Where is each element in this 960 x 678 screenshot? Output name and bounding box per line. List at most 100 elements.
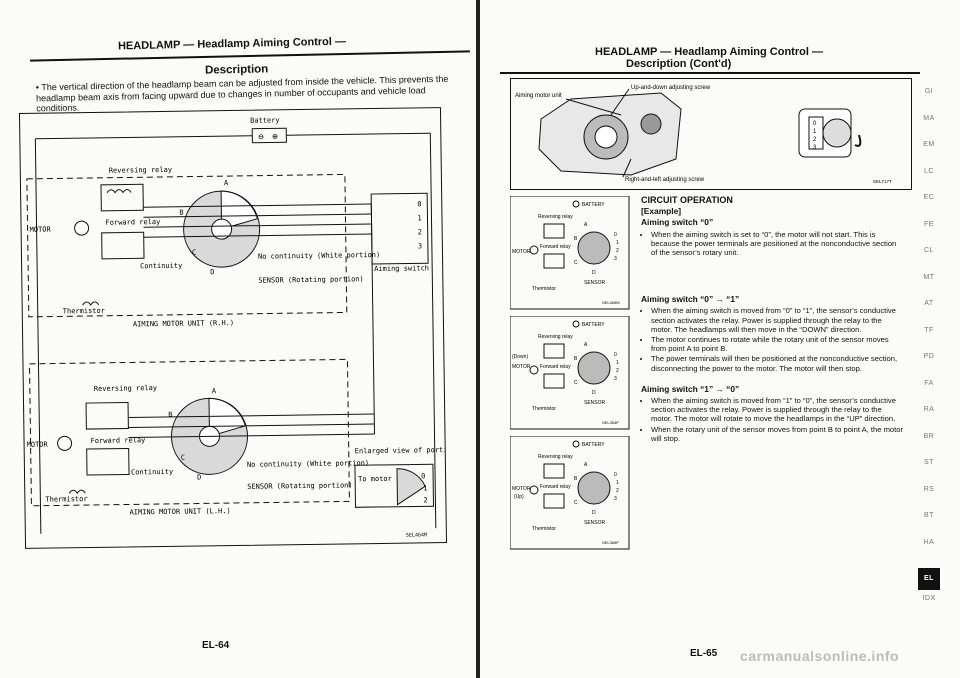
switch-riser: [370, 204, 375, 435]
bullet: When the aiming switch is set to “0”, th…: [651, 230, 903, 258]
svg-text:2: 2: [616, 248, 619, 254]
switch-pos-3: 3: [418, 242, 422, 250]
upper-continuity-label: Continuity: [140, 262, 182, 271]
tab-ra[interactable]: RA: [923, 406, 935, 413]
svg-text:C: C: [574, 380, 578, 386]
mini1-relay: Reversing relay: [538, 214, 573, 220]
upper-point-c: C: [192, 249, 196, 257]
right-left-screw-label: Right-and-left adjusting screw: [625, 177, 705, 183]
right-page: HEADLAMP — Headlamp Aiming Control — Des…: [480, 0, 960, 678]
lower-point-d: D: [197, 473, 201, 481]
upper-point-b: B: [179, 209, 183, 217]
lower-continuity-label: Continuity: [131, 468, 173, 477]
svg-text:A: A: [584, 342, 588, 348]
mini-diagram-3: Reversing relay BATTERY MOTOR (Up) Forwa…: [510, 436, 630, 550]
svg-text:SENSOR: SENSOR: [584, 520, 606, 526]
tab-st[interactable]: ST: [924, 459, 934, 466]
tab-gi[interactable]: GI: [924, 88, 934, 95]
lower-unit-label: AIMING MOTOR UNIT (L.H.): [130, 507, 231, 516]
headlamp-figure-svg: Aiming motor unit Up-and-down adjusting …: [515, 85, 892, 184]
upper-wire-3: [143, 223, 372, 228]
section-0-bullets: When the aiming switch is set to “0”, th…: [641, 230, 903, 258]
svg-text:B: B: [574, 356, 578, 362]
svg-text:3: 3: [614, 376, 617, 382]
svg-text:B: B: [574, 476, 578, 482]
watermark: carmanualsonline.info: [740, 648, 900, 664]
dial-2: 2: [813, 137, 817, 143]
upper-motor-label: MOTOR: [30, 226, 52, 234]
mini1-sensor: SENSOR: [584, 280, 606, 286]
right-left-leader: [622, 158, 632, 178]
lower-point-b: B: [168, 411, 172, 419]
tab-em[interactable]: EM: [923, 141, 935, 148]
up-down-screw-label: Up-and-down adjusting screw: [631, 85, 711, 91]
upper-wire-2: [143, 213, 372, 218]
tab-at[interactable]: AT: [924, 300, 934, 307]
svg-text:0: 0: [614, 352, 617, 358]
tab-lc[interactable]: LC: [924, 167, 934, 175]
tab-fa[interactable]: FA: [924, 379, 934, 387]
tab-el-active[interactable]: EL: [918, 568, 940, 590]
lower-wire-1: [128, 413, 375, 418]
svg-text:C: C: [574, 500, 578, 506]
lower-wire-3: [128, 433, 375, 438]
wiring-diagram-svg: Battery ⊖ ⊕ Reversing relay MOTOR Forwar…: [26, 116, 465, 539]
example-heading: [Example]: [641, 206, 682, 217]
tab-rs[interactable]: RS: [923, 485, 935, 493]
tab-bt[interactable]: BT: [924, 512, 934, 519]
mini1-thermistor: Thermistor: [532, 286, 556, 292]
aiming-dial-knob: [822, 118, 852, 148]
battery-minus: ⊖: [258, 133, 264, 143]
bullet: When the aiming switch is moved from “1”…: [651, 396, 903, 424]
tab-tf[interactable]: TF: [924, 326, 934, 334]
headlamp-figure: Aiming motor unit Up-and-down adjusting …: [510, 78, 912, 190]
svg-text:Forward relay: Forward relay: [540, 484, 571, 490]
svg-text:D: D: [592, 390, 596, 396]
svg-text:2: 2: [616, 488, 619, 494]
svg-text:0: 0: [614, 232, 617, 238]
enlarged-view-box: [354, 463, 435, 508]
right-page-header: HEADLAMP — Headlamp Aiming Control —: [595, 46, 823, 58]
svg-text:SENSOR: SENSOR: [584, 400, 606, 406]
upper-forward-label: Forward relay: [105, 218, 160, 227]
svg-text:SEL364P: SEL364P: [602, 420, 619, 425]
aiming-motor: [640, 113, 662, 135]
lower-no-continuity-label: No continuity (White portion): [247, 459, 369, 469]
tab-idx[interactable]: IDX: [922, 595, 936, 602]
bullet: When the rotary unit of the sensor moves…: [651, 425, 903, 443]
tab-ec[interactable]: EC: [923, 194, 935, 201]
svg-text:Reversing relay: Reversing relay: [538, 334, 573, 340]
upper-thermistor-symbol: [82, 301, 100, 306]
to-motor-label: To motor: [358, 475, 392, 483]
upper-sensor-label: SENSOR (Rotating portion): [258, 275, 363, 284]
svg-text:BATTERY: BATTERY: [582, 442, 605, 448]
left-page-header: HEADLAMP — Headlamp Aiming Control —: [117, 35, 347, 53]
switch-pos-0: 0: [417, 200, 421, 208]
lower-relay-label: Reversing relay: [94, 384, 157, 393]
upper-forward-relay: [101, 231, 145, 260]
tab-ha[interactable]: HA: [923, 538, 935, 546]
enlarged-pos-0: 0: [421, 472, 425, 480]
tab-pd[interactable]: PD: [923, 353, 935, 360]
tab-br[interactable]: BR: [923, 432, 935, 440]
battery-label: Battery: [250, 116, 280, 124]
enlarged-view-label: Enlarged view of portion A: [355, 446, 446, 456]
section-0-title: Aiming switch “0”: [641, 217, 714, 228]
tab-mt[interactable]: MT: [923, 273, 935, 281]
upper-unit-box: [26, 173, 348, 318]
battery-wire-left: [35, 135, 253, 140]
tab-fe[interactable]: FE: [924, 220, 934, 228]
tab-ma[interactable]: MA: [923, 114, 935, 122]
upper-thermistor-label: Thermistor: [63, 307, 105, 316]
svg-text:D: D: [592, 270, 596, 276]
page-gutter: [476, 0, 482, 678]
bullet: The power terminals will then be positio…: [651, 354, 903, 372]
upper-sensor-white-portion: [220, 190, 259, 230]
tab-cl[interactable]: CL: [924, 247, 934, 254]
lower-sensor-white-portion: [208, 397, 246, 438]
upper-sensor-hub: [211, 218, 233, 240]
mini2-down: (Down): [512, 354, 528, 360]
section-1-bullets: When the aiming switch is moved from “0”…: [641, 306, 903, 372]
svg-text:Thermistor: Thermistor: [532, 526, 556, 532]
lower-reversing-relay: [85, 401, 129, 430]
